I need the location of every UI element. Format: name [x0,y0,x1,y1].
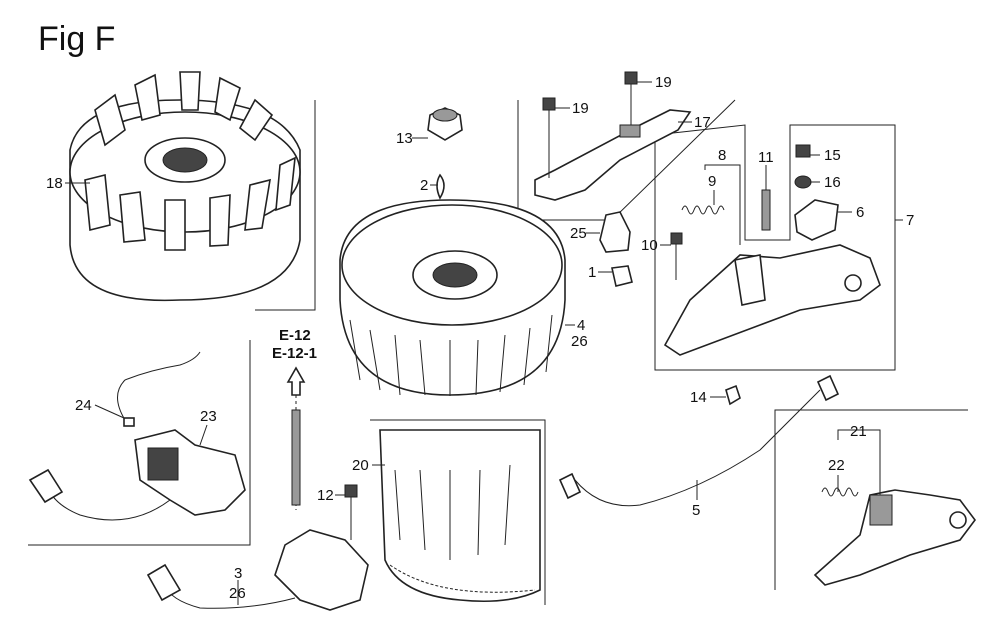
callout-4b: 26 [571,333,588,350]
reference-line-2: E-12-1 [272,345,317,362]
bolt-10 [670,232,683,280]
governor-arm-21 [813,489,976,586]
clip-14 [725,384,741,406]
callout-21: 21 [850,423,867,440]
bolt-19b [624,71,638,125]
callout-9: 9 [708,173,716,190]
callout-2: 2 [420,177,428,194]
frame-bracket-17 [517,99,736,221]
nut-1 [611,265,633,287]
callout-22: 22 [828,457,845,474]
callout-4: 4 [577,317,585,334]
callout-6: 6 [856,204,864,221]
figure-title: Fig F [38,20,116,58]
callout-16: 16 [824,174,841,191]
callout-11: 11 [758,149,774,166]
frame-ignition-23 [28,340,251,546]
callout-15: 15 [824,147,841,164]
bolt-19a [542,97,556,178]
stud-bolt [291,409,301,506]
governor-arm-7 [663,244,881,356]
switch-6 [794,199,839,241]
bracket-17 [534,109,692,201]
callout-13: 13 [396,130,413,147]
callout-18: 18 [46,175,63,192]
callout-19a: 19 [572,100,589,117]
spring-22 [821,487,859,497]
grommet-25 [599,211,631,253]
callout-10: 10 [641,237,658,254]
callout-20: 20 [352,457,369,474]
ignition-coil-3 [146,529,369,611]
callout-3: 3 [234,565,242,582]
washer-16 [794,175,812,189]
callout-17: 17 [694,114,711,131]
ignition-coil-23 [28,429,246,521]
frame-flywheel-20 [370,419,546,605]
reference-line-1: E-12 [279,327,311,344]
bolt-12 [344,484,358,540]
leader-lines [65,81,903,605]
wire-24 [117,351,201,427]
screw-15 [795,144,811,158]
key-2 [436,173,445,200]
callout-1: 1 [588,264,596,281]
callout-7: 7 [906,212,914,229]
callout-5: 5 [692,502,700,519]
callout-23: 23 [200,408,217,425]
flywheel-20 [379,429,541,602]
flywheel-4 [339,199,566,396]
wire-5 [558,374,840,507]
frame-governor-21 [774,409,968,590]
callout-3b: 26 [229,585,246,602]
callout-8: 8 [718,147,726,164]
frame-governor-7 [654,124,896,371]
nut-13 [427,107,463,141]
callout-12: 12 [317,487,334,504]
frame-flywheel-18 [255,100,316,311]
screw-11 [761,189,771,231]
callout-24: 24 [75,397,92,414]
callout-19b: 19 [655,74,672,91]
callout-14: 14 [690,389,707,406]
spring-9 [681,205,725,215]
callout-25: 25 [570,225,587,242]
flywheel-18 [69,71,301,302]
